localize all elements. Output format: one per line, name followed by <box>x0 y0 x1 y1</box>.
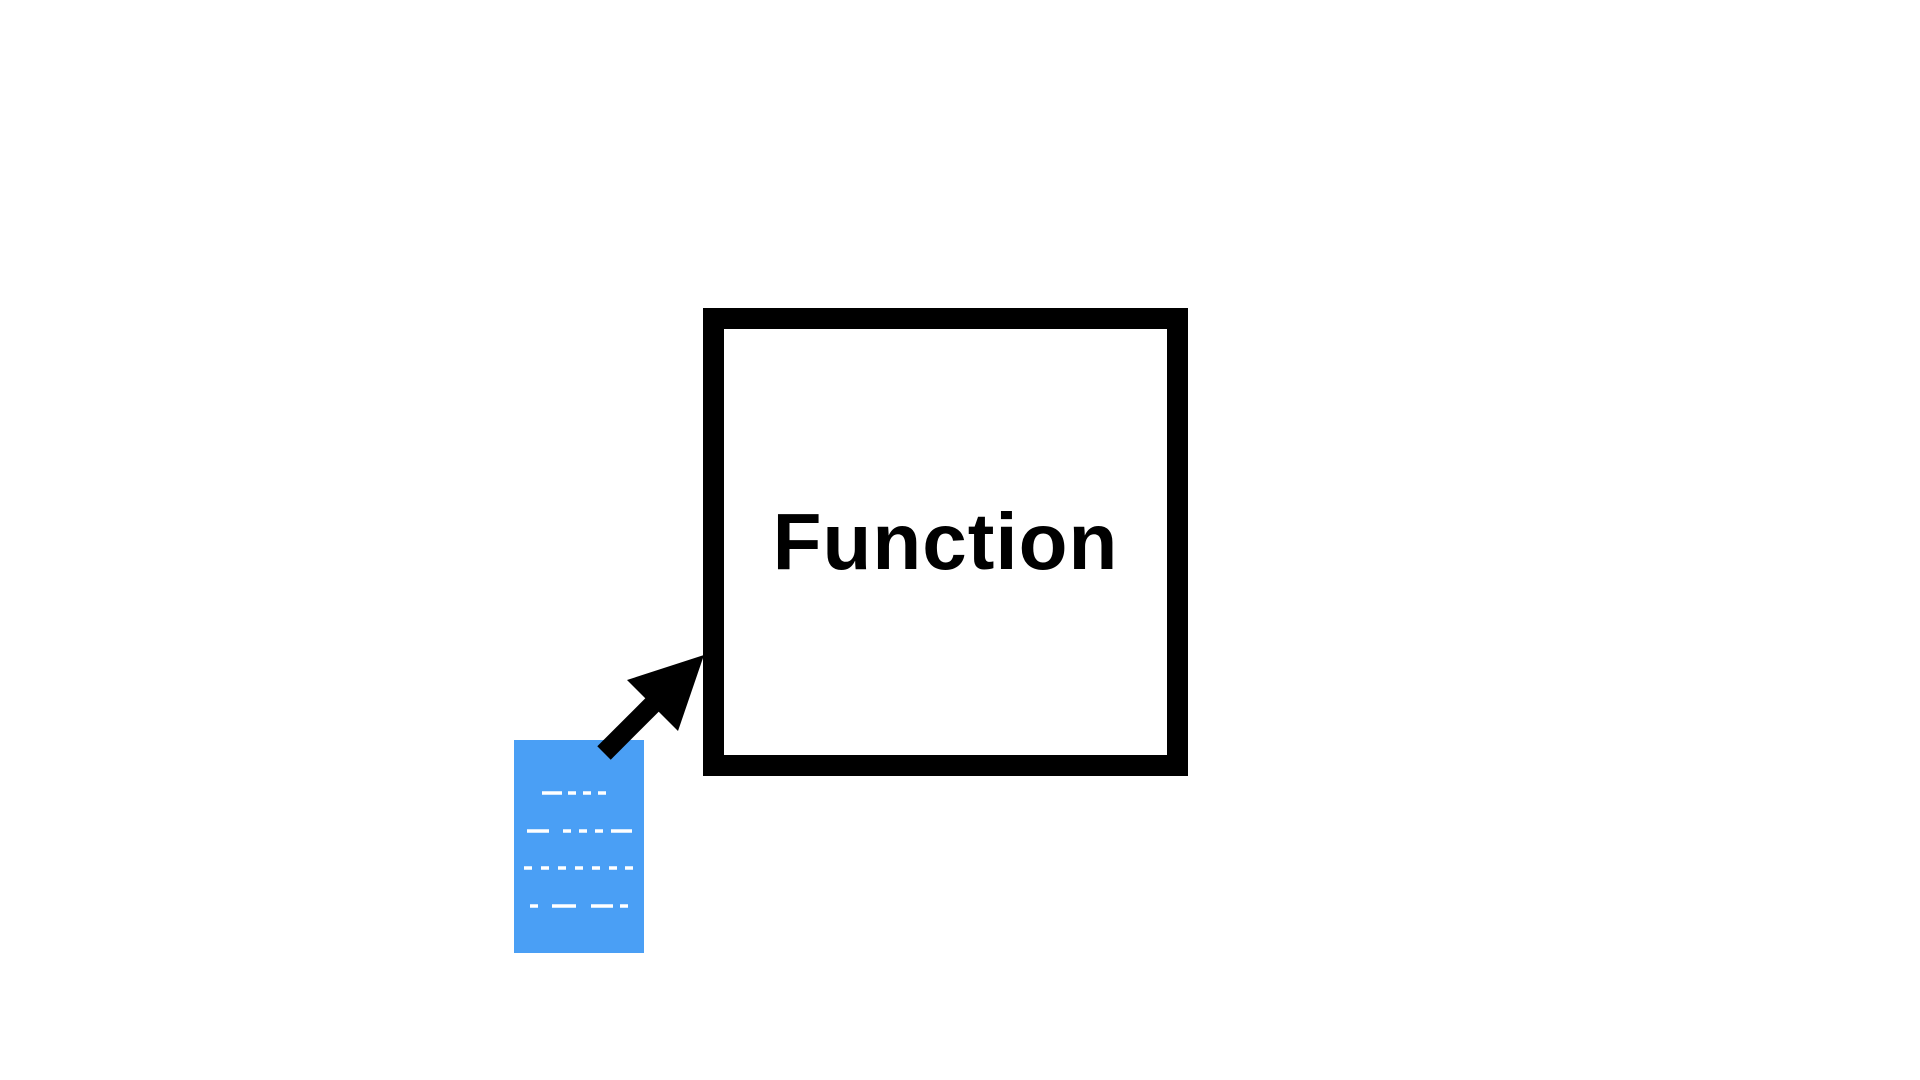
arrow-shaft <box>597 688 669 760</box>
function-box: Function <box>703 308 1188 776</box>
arrow-up-right-icon <box>597 655 704 760</box>
document-icon <box>514 740 644 953</box>
document-body <box>514 740 644 953</box>
arrow-head <box>627 655 704 731</box>
document-text-lines <box>524 791 633 908</box>
function-label: Function <box>772 497 1119 586</box>
